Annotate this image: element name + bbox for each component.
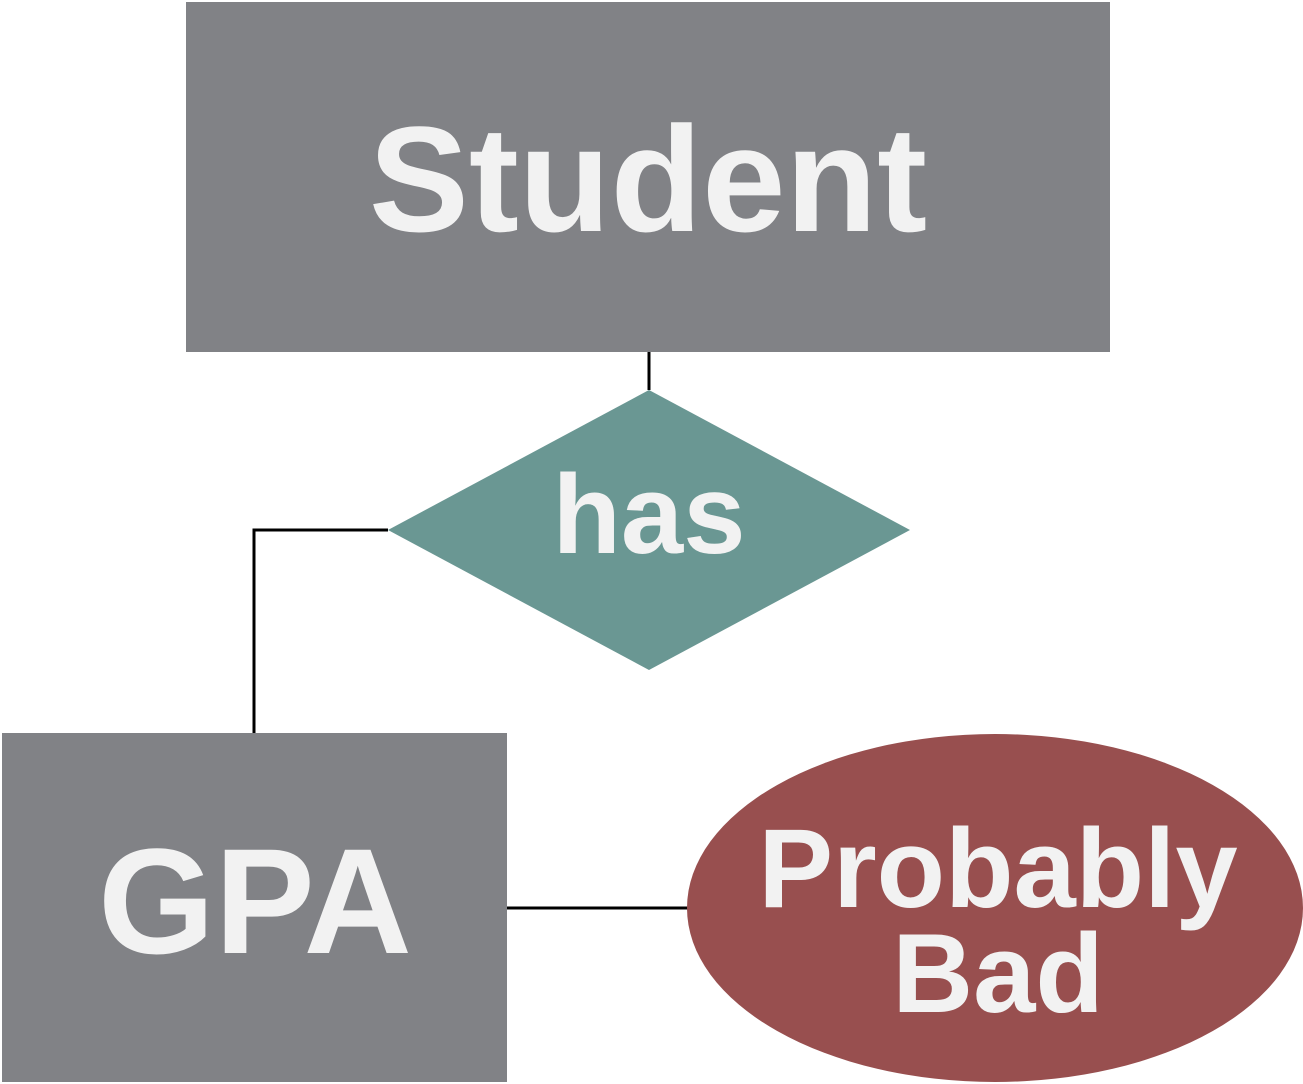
connector-has-gpa [252, 528, 388, 735]
has-relationship-label: has [553, 452, 746, 577]
has-relationship-diamond [388, 390, 910, 670]
probably-bad-attribute: Probably Bad [687, 734, 1303, 1082]
student-entity-box [186, 2, 1110, 352]
probably-bad-attribute-label-line2: Bad [892, 911, 1104, 1036]
gpa-entity: GPA [2, 733, 507, 1082]
student-entity-label: Student [369, 95, 927, 263]
probably-bad-attribute-label-line1: Probably [758, 806, 1237, 931]
gpa-entity-box [2, 733, 507, 1082]
gpa-entity-label: GPA [98, 817, 412, 985]
probably-bad-attribute-ellipse [687, 734, 1303, 1082]
student-entity: Student [186, 2, 1110, 352]
has-relationship: has [388, 390, 910, 670]
